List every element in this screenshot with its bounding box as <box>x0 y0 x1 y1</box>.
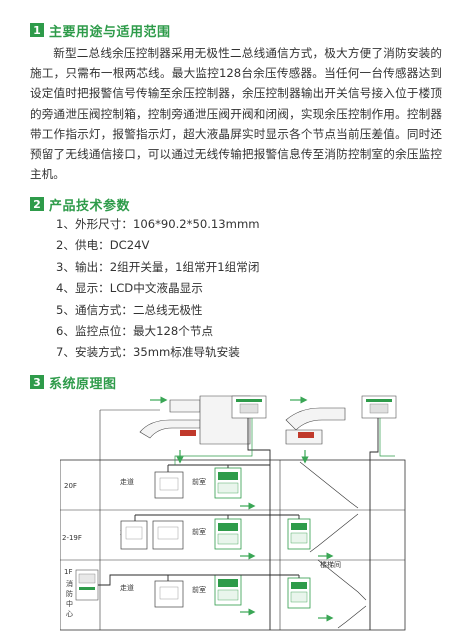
spec-item: 6、监控点位：最大128个节点 <box>56 324 214 339</box>
section-2-header: 2 产品技术参数 <box>30 194 130 214</box>
spec-item: 3、输出：2组开关量，1组常开1组常闭 <box>56 259 260 274</box>
pressure-controller <box>231 395 267 419</box>
section-2-title: 产品技术参数 <box>49 198 131 214</box>
spec-item: 1、外形尺寸：106*90.2*50.13mmm <box>56 217 260 231</box>
stairwell-label: 楼梯间 <box>320 560 341 569</box>
corridor-label: 走道 <box>120 477 134 486</box>
spec-item: 2、供电：DC24V <box>56 238 150 253</box>
sensor-box <box>125 526 143 540</box>
monitor-strip <box>79 587 95 590</box>
door-frame <box>152 520 184 550</box>
staircase <box>299 461 367 629</box>
sensor-box <box>159 586 179 600</box>
floor-label-2-19f: 2-19F <box>62 534 82 542</box>
front-room-label: 前室 <box>192 527 206 536</box>
system-diagram: 20F 2-19F 1F 消防中心 走道 走道 走道 前室 前室 前室 楼梯间 <box>60 395 406 631</box>
section-3-title: 系统原理图 <box>49 376 117 392</box>
front-room-label: 前室 <box>192 477 206 486</box>
section-1-title: 主要用途与适用范围 <box>49 24 171 40</box>
section-3-header: 3 系统原理图 <box>30 372 117 392</box>
section-1-header: 1 主要用途与适用范围 <box>30 20 171 40</box>
relief-damper <box>298 432 314 438</box>
signal-line <box>174 418 395 465</box>
front-room-label: 前室 <box>192 585 206 594</box>
floor-label-1f: 1F <box>64 568 72 576</box>
front-room-sensor <box>214 574 242 606</box>
spec-item: 4、显示：LCD中文液晶显示 <box>56 281 203 296</box>
door-frame <box>154 580 184 608</box>
section-1-number: 1 <box>30 23 44 37</box>
spec-item: 7、安装方式：35mm标准导轨安装 <box>56 345 240 360</box>
stair-sensor <box>287 577 311 609</box>
front-room-sensor <box>214 467 242 499</box>
corridor-label: 走道 <box>120 583 134 592</box>
floor-label-20f: 20F <box>64 482 77 490</box>
door-frame <box>120 520 148 550</box>
spec-item: 5、通信方式：二总线无极性 <box>56 302 203 317</box>
relief-damper <box>180 430 196 436</box>
fire-center-label: 消防中心 <box>66 579 73 618</box>
monitor-screen <box>78 573 96 584</box>
section-1-paragraph: 新型二总线余压控制器采用无极性二总线通信方式，极大方便了消防安装的施工，只需布一… <box>30 46 442 182</box>
airflow-arrow <box>150 396 334 622</box>
building-outline <box>60 459 406 631</box>
section-3-number: 3 <box>30 375 44 389</box>
bus-wiring <box>98 418 379 630</box>
sensor-box <box>157 526 179 540</box>
spec-list: 1、外形尺寸：106*90.2*50.13mmm 2、供电：DC24V 3、输出… <box>56 214 260 364</box>
door-frame <box>154 471 184 499</box>
stair-sensor <box>287 518 311 550</box>
pressure-controller <box>361 395 397 419</box>
front-room-sensor <box>214 518 242 550</box>
section-2-number: 2 <box>30 197 44 211</box>
sensor-box <box>159 477 179 491</box>
